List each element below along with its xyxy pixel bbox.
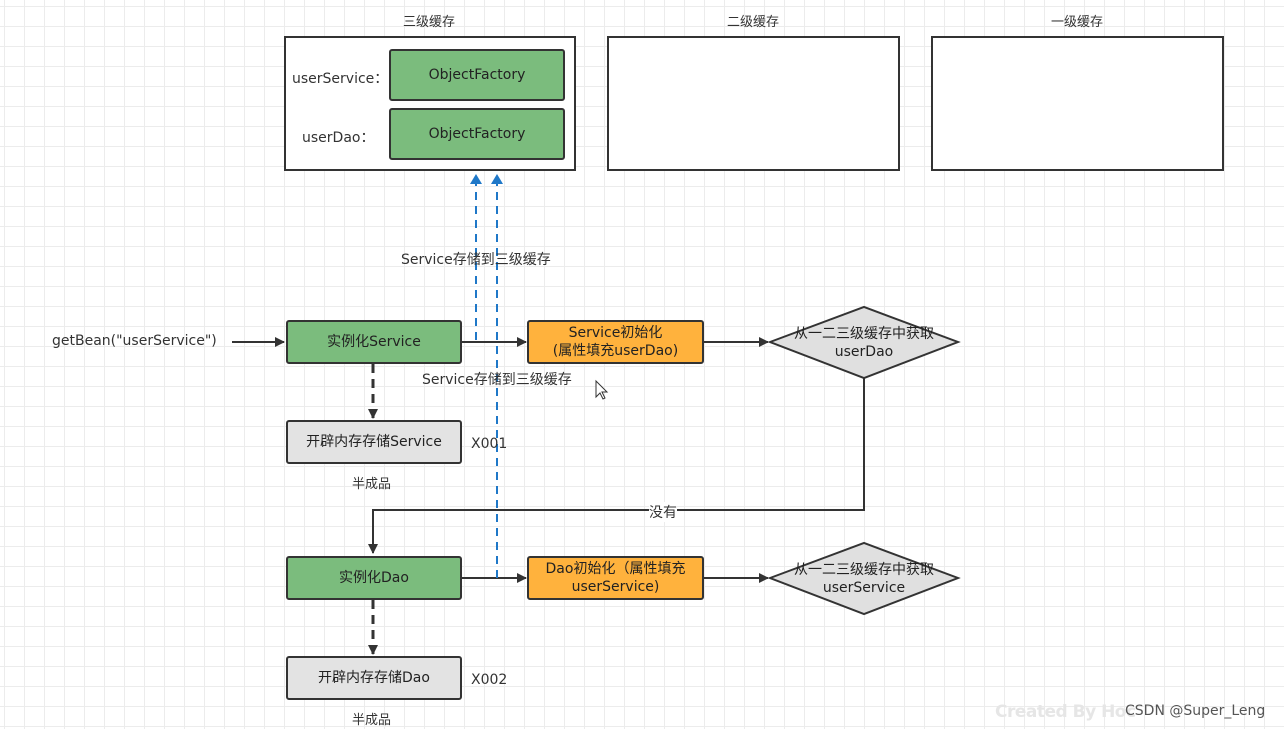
address-x002: X002 xyxy=(471,672,508,688)
label-store-service-top: Service存储到三级缓存 xyxy=(401,252,551,268)
arrow-none-to-dao xyxy=(368,378,865,554)
label-none: 没有 xyxy=(649,502,677,522)
cache-level2-title: 二级缓存 xyxy=(726,15,779,30)
tool-watermark: Created By Hoc xyxy=(995,702,1136,722)
cache-level3-title: 三级缓存 xyxy=(402,15,455,30)
cursor-icon xyxy=(595,379,609,400)
instantiate-service-node: 实例化Service xyxy=(286,320,462,364)
get-userdao-line2: userDao xyxy=(834,344,894,360)
half-finished-service: 半成品 xyxy=(352,477,392,492)
get-userservice-line1: 从一二三级缓存中获取 xyxy=(794,562,934,578)
service-init-line2: (属性填充userDao) xyxy=(552,343,679,359)
entry-value-userservice: ObjectFactory xyxy=(389,49,565,101)
allocate-service-node: 开辟内存存储Service xyxy=(286,420,462,464)
cache-level1-box xyxy=(931,36,1224,171)
entry-key-userdao: userDao： xyxy=(302,130,375,146)
diamond-get-userservice xyxy=(767,541,961,616)
entry-value-userdao: ObjectFactory xyxy=(389,108,565,160)
dao-init-line2: userService) xyxy=(571,579,660,595)
dao-init-line1: Dao初始化（属性填充 xyxy=(545,561,686,577)
getbean-call: getBean("userService") xyxy=(52,333,217,349)
instantiate-dao-node: 实例化Dao xyxy=(286,556,462,600)
get-userservice-line2: userService xyxy=(822,580,906,596)
label-store-service-mid: Service存储到三级缓存 xyxy=(422,372,572,388)
cache-level2-box xyxy=(607,36,900,171)
get-userservice-text: 从一二三级缓存中获取 userService xyxy=(770,561,958,597)
entry-key-userservice: userService： xyxy=(292,71,389,87)
get-userdao-text: 从一二三级缓存中获取 userDao xyxy=(770,325,958,361)
diamond-get-userdao xyxy=(767,305,961,380)
source-watermark: CSDN @Super_Leng xyxy=(1125,703,1266,719)
service-init-line1: Service初始化 xyxy=(568,325,663,341)
allocate-dao-node: 开辟内存存储Dao xyxy=(286,656,462,700)
address-x001: X001 xyxy=(471,436,508,452)
cache-level1-title: 一级缓存 xyxy=(1050,15,1103,30)
dao-init-node: Dao初始化（属性填充 userService) xyxy=(527,556,704,600)
service-init-node: Service初始化 (属性填充userDao) xyxy=(527,320,704,364)
get-userdao-line1: 从一二三级缓存中获取 xyxy=(794,326,934,342)
cache-level3-box: userService： ObjectFactory userDao： Obje… xyxy=(284,36,576,171)
half-finished-dao: 半成品 xyxy=(352,713,392,728)
